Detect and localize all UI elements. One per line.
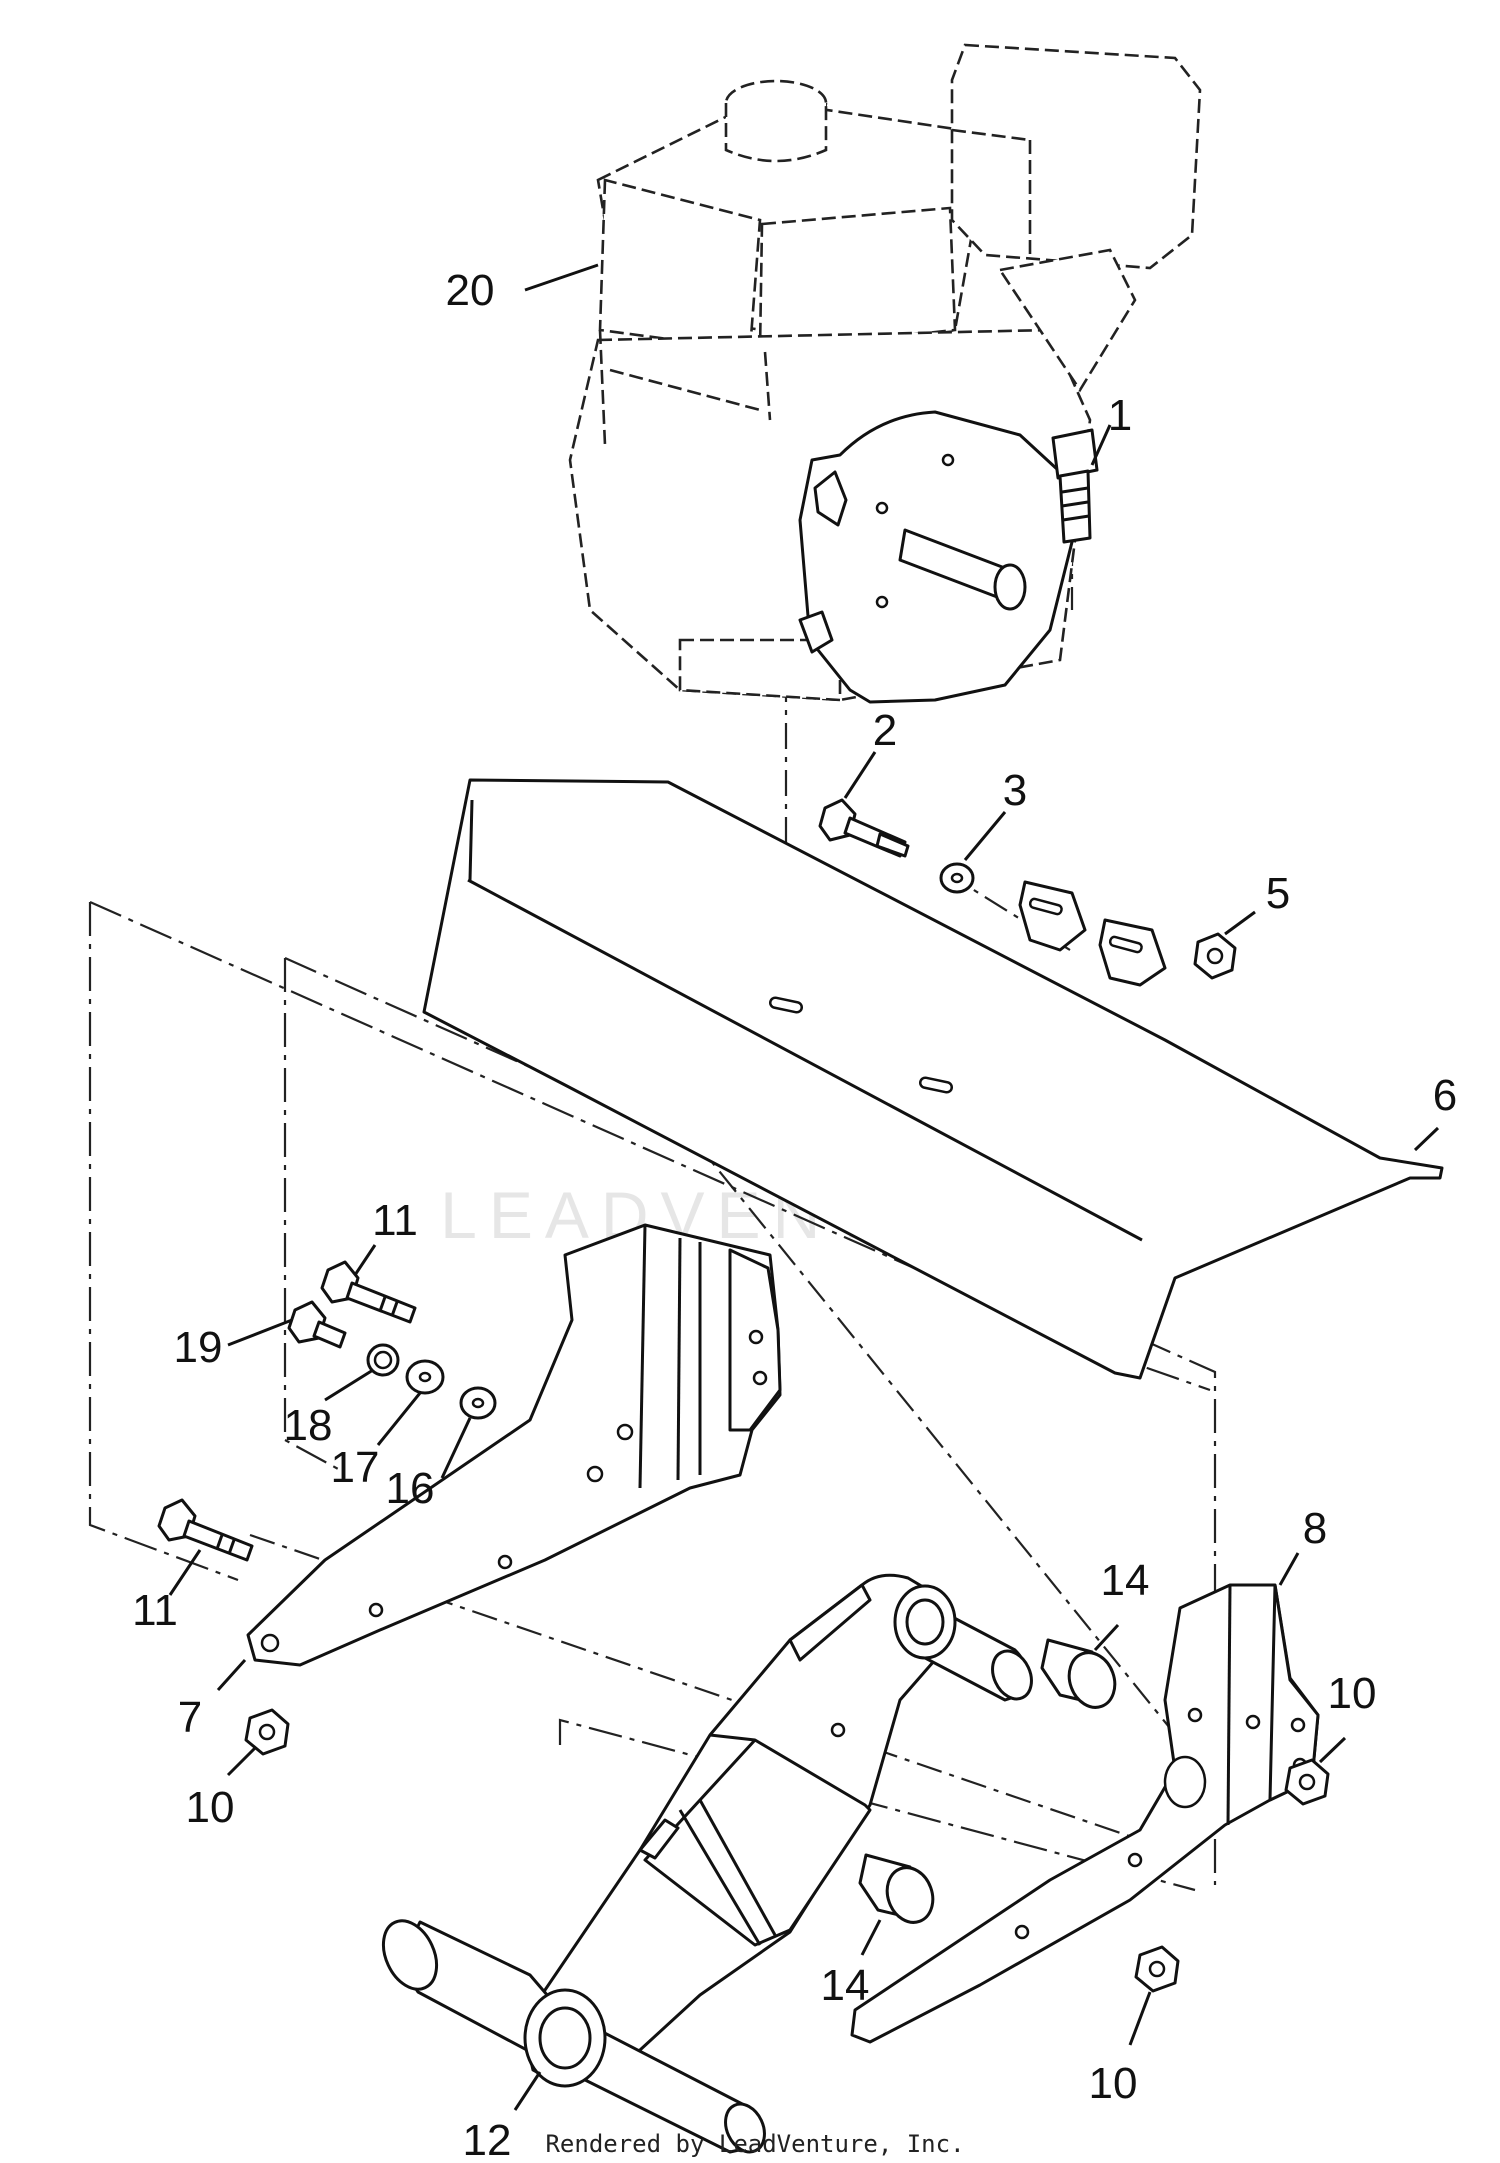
callout-10a: 10: [186, 1783, 235, 1832]
render-credit: Rendered by LeadVenture, Inc.: [545, 2130, 964, 2158]
callout-14a: 14: [1101, 1556, 1150, 1605]
left-nut: [244, 1708, 290, 1756]
callout-17: 17: [331, 1443, 380, 1492]
right-nut-upper: [1284, 1758, 1330, 1806]
callout-2: 2: [873, 706, 897, 755]
callout-10b: 10: [1328, 1669, 1377, 1718]
flat-washer-b: [459, 1386, 497, 1420]
callout-10c: 10: [1089, 2059, 1138, 2108]
callout-5: 5: [1266, 869, 1290, 918]
right-nut-lower: [1134, 1945, 1180, 1993]
upper-bolt: [320, 1260, 417, 1324]
callout-8: 8: [1303, 1504, 1327, 1553]
short-bolt: [287, 1300, 347, 1349]
callout-11a: 11: [372, 1196, 418, 1245]
callout-19: 19: [174, 1323, 223, 1372]
left-bracket: [246, 1223, 782, 1667]
callout-3: 3: [1003, 766, 1027, 815]
shield-bolt: [818, 798, 910, 858]
lock-washer: [366, 1343, 400, 1377]
shield-nut: [1193, 932, 1237, 980]
spacer-lower: [858, 1853, 935, 1924]
shield-washer: [939, 862, 975, 894]
callout-20: 20: [446, 266, 495, 315]
callout-1: 1: [1108, 391, 1132, 440]
spacer-upper: [1040, 1638, 1117, 1709]
callout-18: 18: [284, 1401, 333, 1450]
callout-16: 16: [386, 1464, 435, 1513]
callout-12: 12: [463, 2116, 512, 2163]
flat-washer-a: [405, 1359, 445, 1395]
chain-case: [381, 1573, 1033, 2154]
callout-11b: 11: [132, 1586, 178, 1635]
engine-bolt: [1051, 428, 1099, 544]
tine-shield: [422, 778, 1444, 1380]
callout-6: 6: [1433, 1071, 1457, 1120]
engine: [568, 43, 1202, 704]
callout-14b: 14: [821, 1961, 870, 2010]
callout-7: 7: [178, 1693, 202, 1742]
lower-bolt: [157, 1498, 254, 1562]
